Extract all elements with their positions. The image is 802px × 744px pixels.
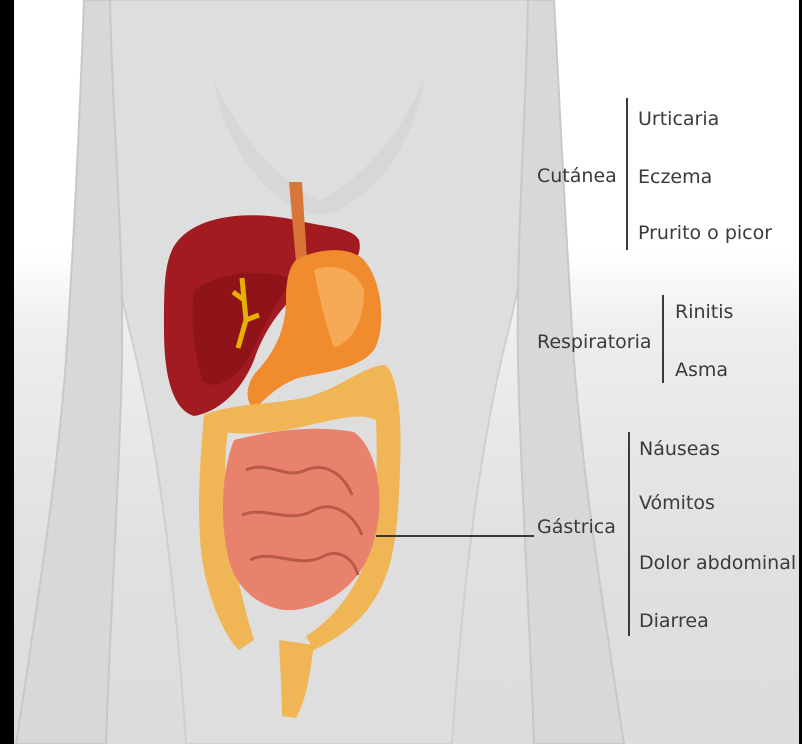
symptom-rinitis: Rinitis xyxy=(675,301,733,323)
symptom-diarrea: Diarrea xyxy=(639,610,709,632)
symptom-dolor-abdominal: Dolor abdominal xyxy=(639,552,796,574)
symptom-eczema: Eczema xyxy=(638,166,712,188)
bracket-gastrica xyxy=(628,432,630,636)
left-arm xyxy=(16,0,122,744)
symptom-asma: Asma xyxy=(675,359,728,381)
bracket-respiratoria xyxy=(662,295,664,383)
group-label-cutanea: Cutánea xyxy=(537,165,617,187)
bracket-cutanea xyxy=(626,98,628,250)
symptom-urticaria: Urticaria xyxy=(638,108,719,130)
symptom-nauseas: Náuseas xyxy=(639,438,720,460)
right-arm xyxy=(518,0,624,744)
diagram-canvas: Cutánea Urticaria Eczema Prurito o picor… xyxy=(14,0,799,744)
group-label-gastrica: Gástrica xyxy=(537,516,616,538)
symptom-vomitos: Vómitos xyxy=(639,492,715,514)
symptom-prurito: Prurito o picor xyxy=(638,222,772,244)
group-label-respiratoria: Respiratoria xyxy=(537,331,652,353)
